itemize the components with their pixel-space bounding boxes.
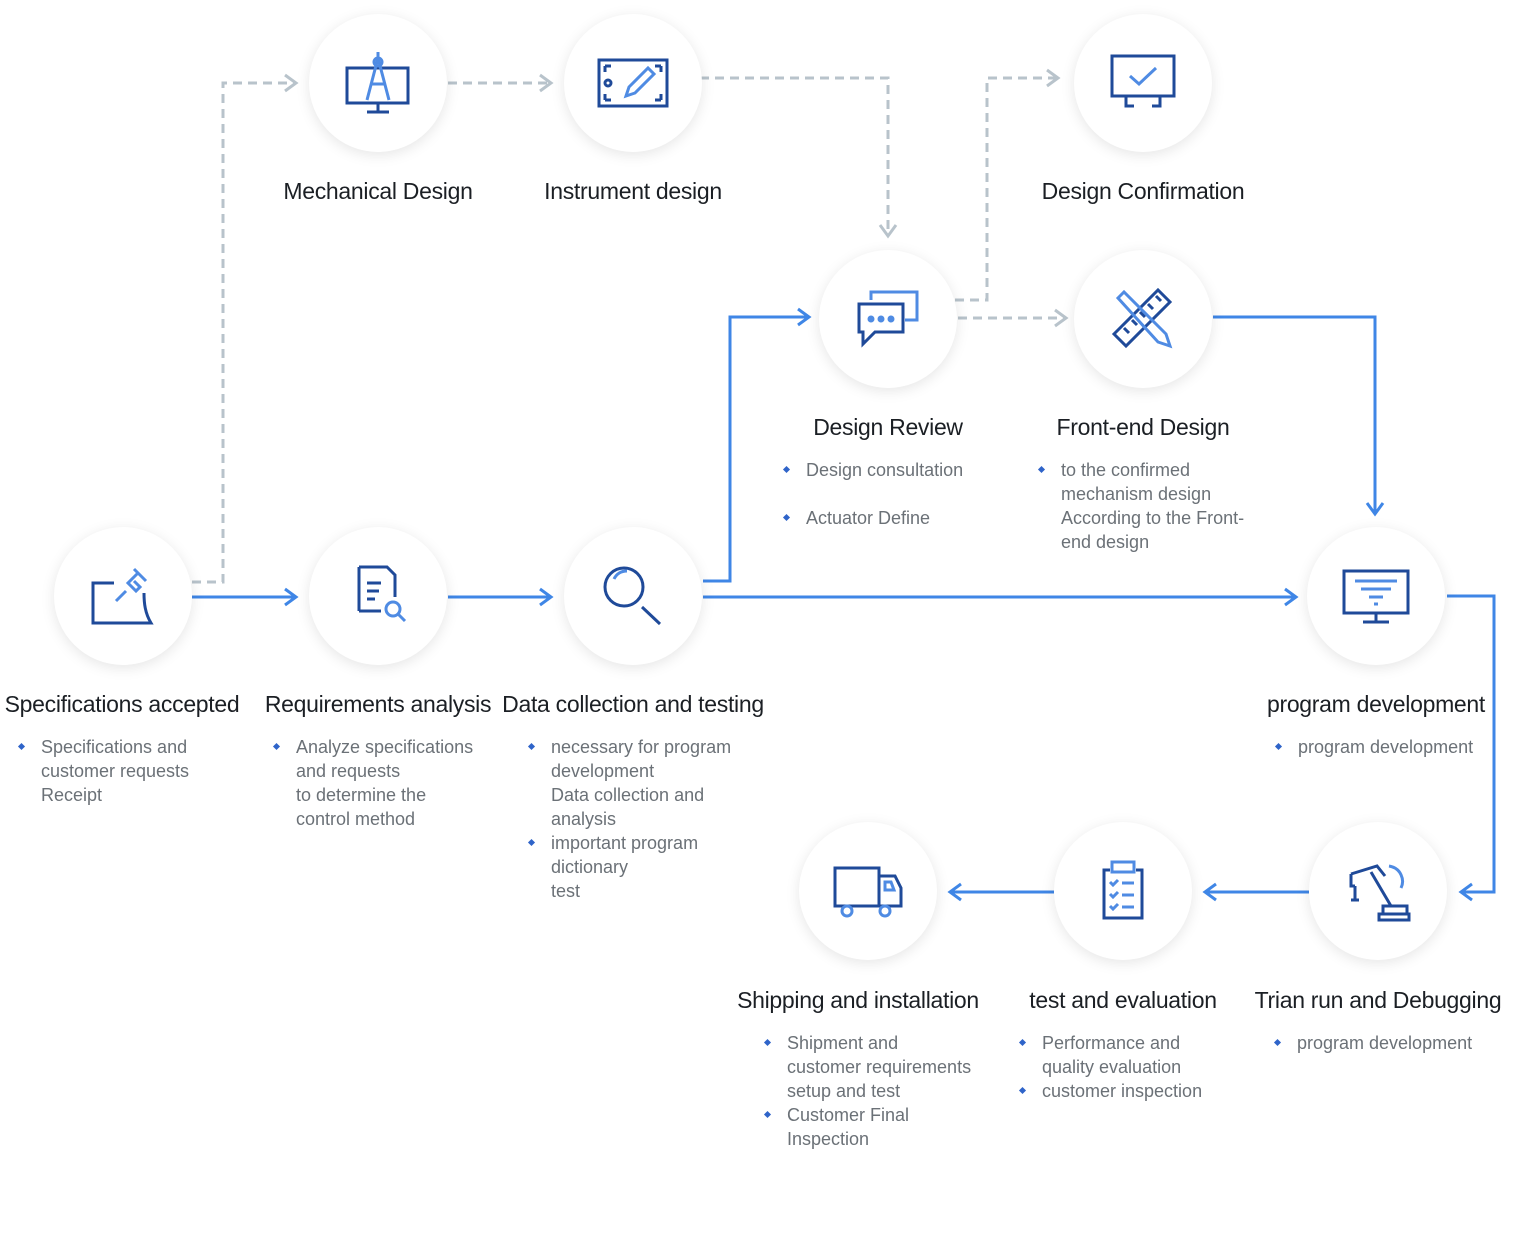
- front-end-design-bullets: to the confirmed mechanism design Accord…: [1039, 458, 1269, 554]
- trial-run-bullets: program development: [1275, 1031, 1495, 1055]
- node-test-evaluation: [1054, 822, 1192, 960]
- document-search-icon: [357, 565, 407, 623]
- mechanical-design-title: Mechanical Design: [283, 178, 473, 204]
- magnifier-icon: [603, 566, 662, 626]
- requirements-analysis-bullets: Analyze specifications and requests to d…: [274, 735, 494, 831]
- arrow-datacollection-to-review: [703, 307, 812, 583]
- node-design-review: [819, 250, 957, 388]
- design-review-bullets: Design consultation Actuator Define: [784, 458, 1004, 554]
- trial-run-title: Trian run and Debugging: [1254, 987, 1502, 1013]
- test-evaluation-title: test and evaluation: [1029, 987, 1217, 1013]
- checklist-icon: [1102, 860, 1144, 920]
- instrument-design-title: Instrument design: [544, 178, 722, 204]
- program-development-title: program development: [1266, 691, 1486, 717]
- node-trial-run: [1309, 822, 1447, 960]
- data-collection-bullets: necessary for program development Data c…: [529, 735, 749, 903]
- specifications-accepted-bullet: Specifications and customer requests Rec…: [19, 735, 239, 807]
- design-review-bullet: Actuator Define: [784, 506, 1004, 530]
- front-end-design-bullet: to the confirmed mechanism design Accord…: [1039, 458, 1269, 554]
- node-specifications-accepted: [54, 527, 192, 665]
- program-development-bullets: program development: [1276, 735, 1496, 759]
- monitor-icon: [1342, 569, 1410, 624]
- trial-run-bullet: program development: [1275, 1031, 1495, 1055]
- program-development-bullet: program development: [1276, 735, 1496, 759]
- ruler-pencil-icon: [1111, 287, 1173, 349]
- specifications-accepted-title: Specifications accepted: [4, 691, 240, 717]
- dashed-arrow-review-to-confirmation: [955, 68, 1061, 302]
- shipping-installation-title: Shipping and installation: [737, 987, 979, 1013]
- shipping-installation-bullets: Shipment and customer requirements setup…: [765, 1031, 995, 1151]
- dashed-arrow-specs-to-mechanical: [192, 73, 299, 584]
- check-screen-icon: [1110, 54, 1176, 108]
- chat-bubbles-icon: [857, 290, 919, 348]
- specifications-accepted-bullets: Specifications and customer requests Rec…: [19, 735, 239, 807]
- data-collection-bullet: important program dictionary test: [529, 831, 749, 903]
- shipping-installation-bullet: Customer Final Inspection: [765, 1103, 995, 1151]
- node-design-confirmation: [1074, 14, 1212, 152]
- design-review-title: Design Review: [813, 414, 963, 440]
- data-collection-bullet: necessary for program development Data c…: [529, 735, 749, 831]
- node-shipping-installation: [799, 822, 937, 960]
- node-program-development: [1307, 527, 1445, 665]
- node-requirements-analysis: [309, 527, 447, 665]
- compass-monitor-icon: [345, 52, 410, 114]
- pinned-note-icon: [91, 567, 154, 625]
- dashed-arrow-instrument-to-review: [700, 76, 898, 239]
- node-front-end-design: [1074, 250, 1212, 388]
- node-mechanical-design: [309, 14, 447, 152]
- drawing-tablet-icon: [597, 58, 669, 108]
- node-data-collection: [564, 527, 702, 665]
- test-evaluation-bullets: Performance and quality evaluation custo…: [1020, 1031, 1240, 1103]
- test-evaluation-bullet: Performance and quality evaluation: [1020, 1031, 1240, 1079]
- design-confirmation-title: Design Confirmation: [1041, 178, 1245, 204]
- arrow-frontend-to-program: [1213, 315, 1385, 517]
- robot-arm-icon: [1349, 864, 1411, 922]
- test-evaluation-bullet: customer inspection: [1020, 1079, 1240, 1103]
- design-review-bullet: Design consultation: [784, 458, 1004, 482]
- requirements-analysis-title: Requirements analysis: [264, 691, 492, 717]
- shipping-installation-bullet: Shipment and customer requirements setup…: [765, 1031, 995, 1103]
- truck-icon: [833, 866, 903, 918]
- front-end-design-title: Front-end Design: [1056, 414, 1230, 440]
- node-instrument-design: [564, 14, 702, 152]
- data-collection-title: Data collection and testing: [502, 691, 764, 717]
- requirements-analysis-bullet: Analyze specifications and requests to d…: [274, 735, 494, 831]
